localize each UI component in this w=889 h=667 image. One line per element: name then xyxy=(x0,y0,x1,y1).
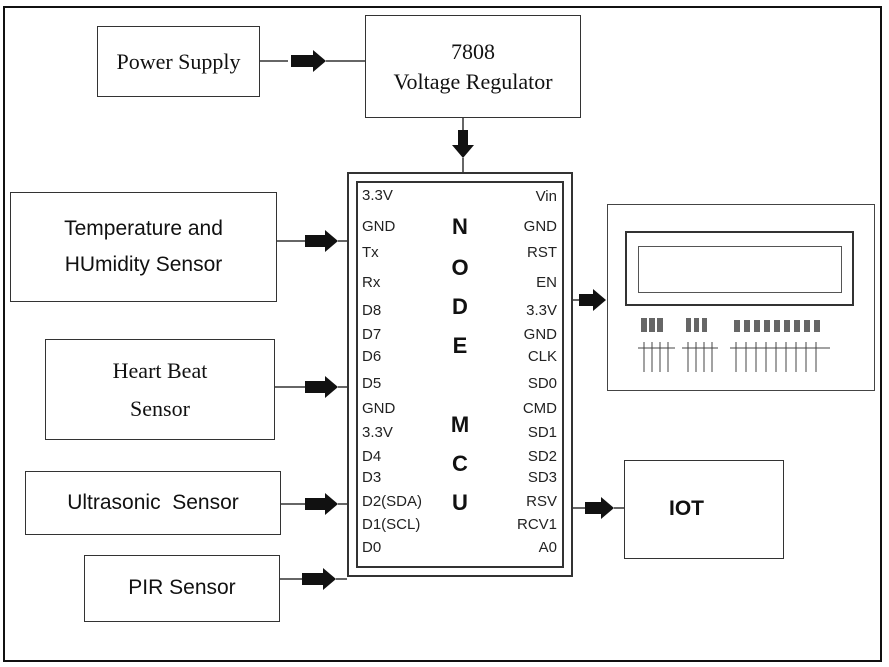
nodemcu-left-pin: 3.3V xyxy=(362,424,393,441)
connector-power-to-regulator xyxy=(260,50,365,72)
nodemcu-title-letter: C xyxy=(452,451,468,476)
nodemcu-title-letter: D xyxy=(452,294,468,319)
regulator-model-label: 7808 xyxy=(451,38,495,64)
temperature-sensor-label-line1: Temperature and xyxy=(64,217,223,241)
connector-ultrasonic-to-nodemcu xyxy=(281,493,347,515)
nodemcu-right-pin: SD0 xyxy=(527,375,557,392)
nodemcu-board xyxy=(356,181,564,568)
regulator-name-label: Voltage Regulator xyxy=(393,68,553,94)
connector-temperature-to-nodemcu xyxy=(277,230,347,252)
lcd-screen-window xyxy=(638,246,842,293)
nodemcu-right-pin: RCV1 xyxy=(516,516,557,533)
lcd-pin-header-icon xyxy=(638,318,830,372)
power-supply-block: Power Supply xyxy=(97,26,260,97)
nodemcu-left-pin: D6 xyxy=(362,348,382,365)
nodemcu-title-letter: O xyxy=(451,255,469,280)
ultrasonic-sensor-block: Ultrasonic Sensor xyxy=(25,471,281,535)
nodemcu-right-pin: RSV xyxy=(526,493,557,510)
temperature-sensor-label-line2: HUmidity Sensor xyxy=(64,253,223,276)
nodemcu-left-pin: 3.3V xyxy=(362,187,393,204)
nodemcu-left-pin: D5 xyxy=(362,375,382,392)
nodemcu-right-pin: SD3 xyxy=(527,469,557,486)
connector-nodemcu-to-iot xyxy=(573,497,624,519)
nodemcu-left-pin: Tx xyxy=(362,244,379,261)
nodemcu-left-pin: D8 xyxy=(362,302,382,319)
nodemcu-left-pin: D2(SDA) xyxy=(362,493,423,510)
connector-pir-to-nodemcu xyxy=(280,568,347,590)
heart-beat-label-line1: Heart Beat xyxy=(112,358,208,384)
nodemcu-right-pin: EN xyxy=(536,274,557,291)
nodemcu-left-pin: D7 xyxy=(362,326,382,343)
iot-block: IOT xyxy=(624,460,784,559)
power-supply-label: Power Supply xyxy=(116,48,241,74)
nodemcu-right-pin: GND xyxy=(523,218,557,235)
nodemcu-title-letter: M xyxy=(450,412,470,437)
nodemcu-right-pin: SD1 xyxy=(527,424,557,441)
nodemcu-left-pin: GND xyxy=(362,218,396,235)
nodemcu-left-pin: Rx xyxy=(362,274,381,291)
nodemcu-right-pin: RST xyxy=(527,244,557,261)
heart-beat-sensor-block: Heart Beat Sensor xyxy=(45,339,275,440)
heart-beat-label-line2: Sensor xyxy=(130,395,190,421)
connector-regulator-to-nodemcu xyxy=(452,118,474,172)
iot-label: IOT xyxy=(669,497,704,521)
nodemcu-left-pin: D4 xyxy=(362,448,382,465)
nodemcu-left-pin: GND xyxy=(362,400,396,417)
ultrasonic-sensor-label: Ultrasonic Sensor xyxy=(67,490,239,514)
nodemcu-left-pin: D1(SCL) xyxy=(362,516,421,533)
connector-heartbeat-to-nodemcu xyxy=(275,376,347,398)
nodemcu-right-pin: SD2 xyxy=(527,448,557,465)
nodemcu-board-outline xyxy=(347,172,573,577)
voltage-regulator-block: 7808 Voltage Regulator xyxy=(365,15,581,118)
lcd-screen xyxy=(625,231,854,306)
diagram-frame xyxy=(3,6,882,662)
nodemcu-right-pin: CLK xyxy=(527,348,557,365)
nodemcu-right-pin: GND xyxy=(523,326,557,343)
nodemcu-left-pin: D0 xyxy=(362,539,382,556)
nodemcu-right-pin: CMD xyxy=(522,400,557,417)
nodemcu-left-pin: D3 xyxy=(362,469,382,486)
nodemcu-title-letter: E xyxy=(452,333,468,358)
nodemcu-right-pin: A0 xyxy=(538,539,557,556)
nodemcu-right-pin: Vin xyxy=(535,188,557,205)
pir-sensor-block: PIR Sensor xyxy=(84,555,280,622)
nodemcu-right-pin: 3.3V xyxy=(526,302,557,319)
nodemcu-title-letter: N xyxy=(452,214,468,239)
pir-sensor-label: PIR Sensor xyxy=(128,576,236,600)
connector-nodemcu-to-lcd xyxy=(573,289,606,311)
nodemcu-title-letter: U xyxy=(452,490,468,515)
temperature-humidity-sensor-block: Temperature and HUmidity Sensor xyxy=(10,192,277,302)
